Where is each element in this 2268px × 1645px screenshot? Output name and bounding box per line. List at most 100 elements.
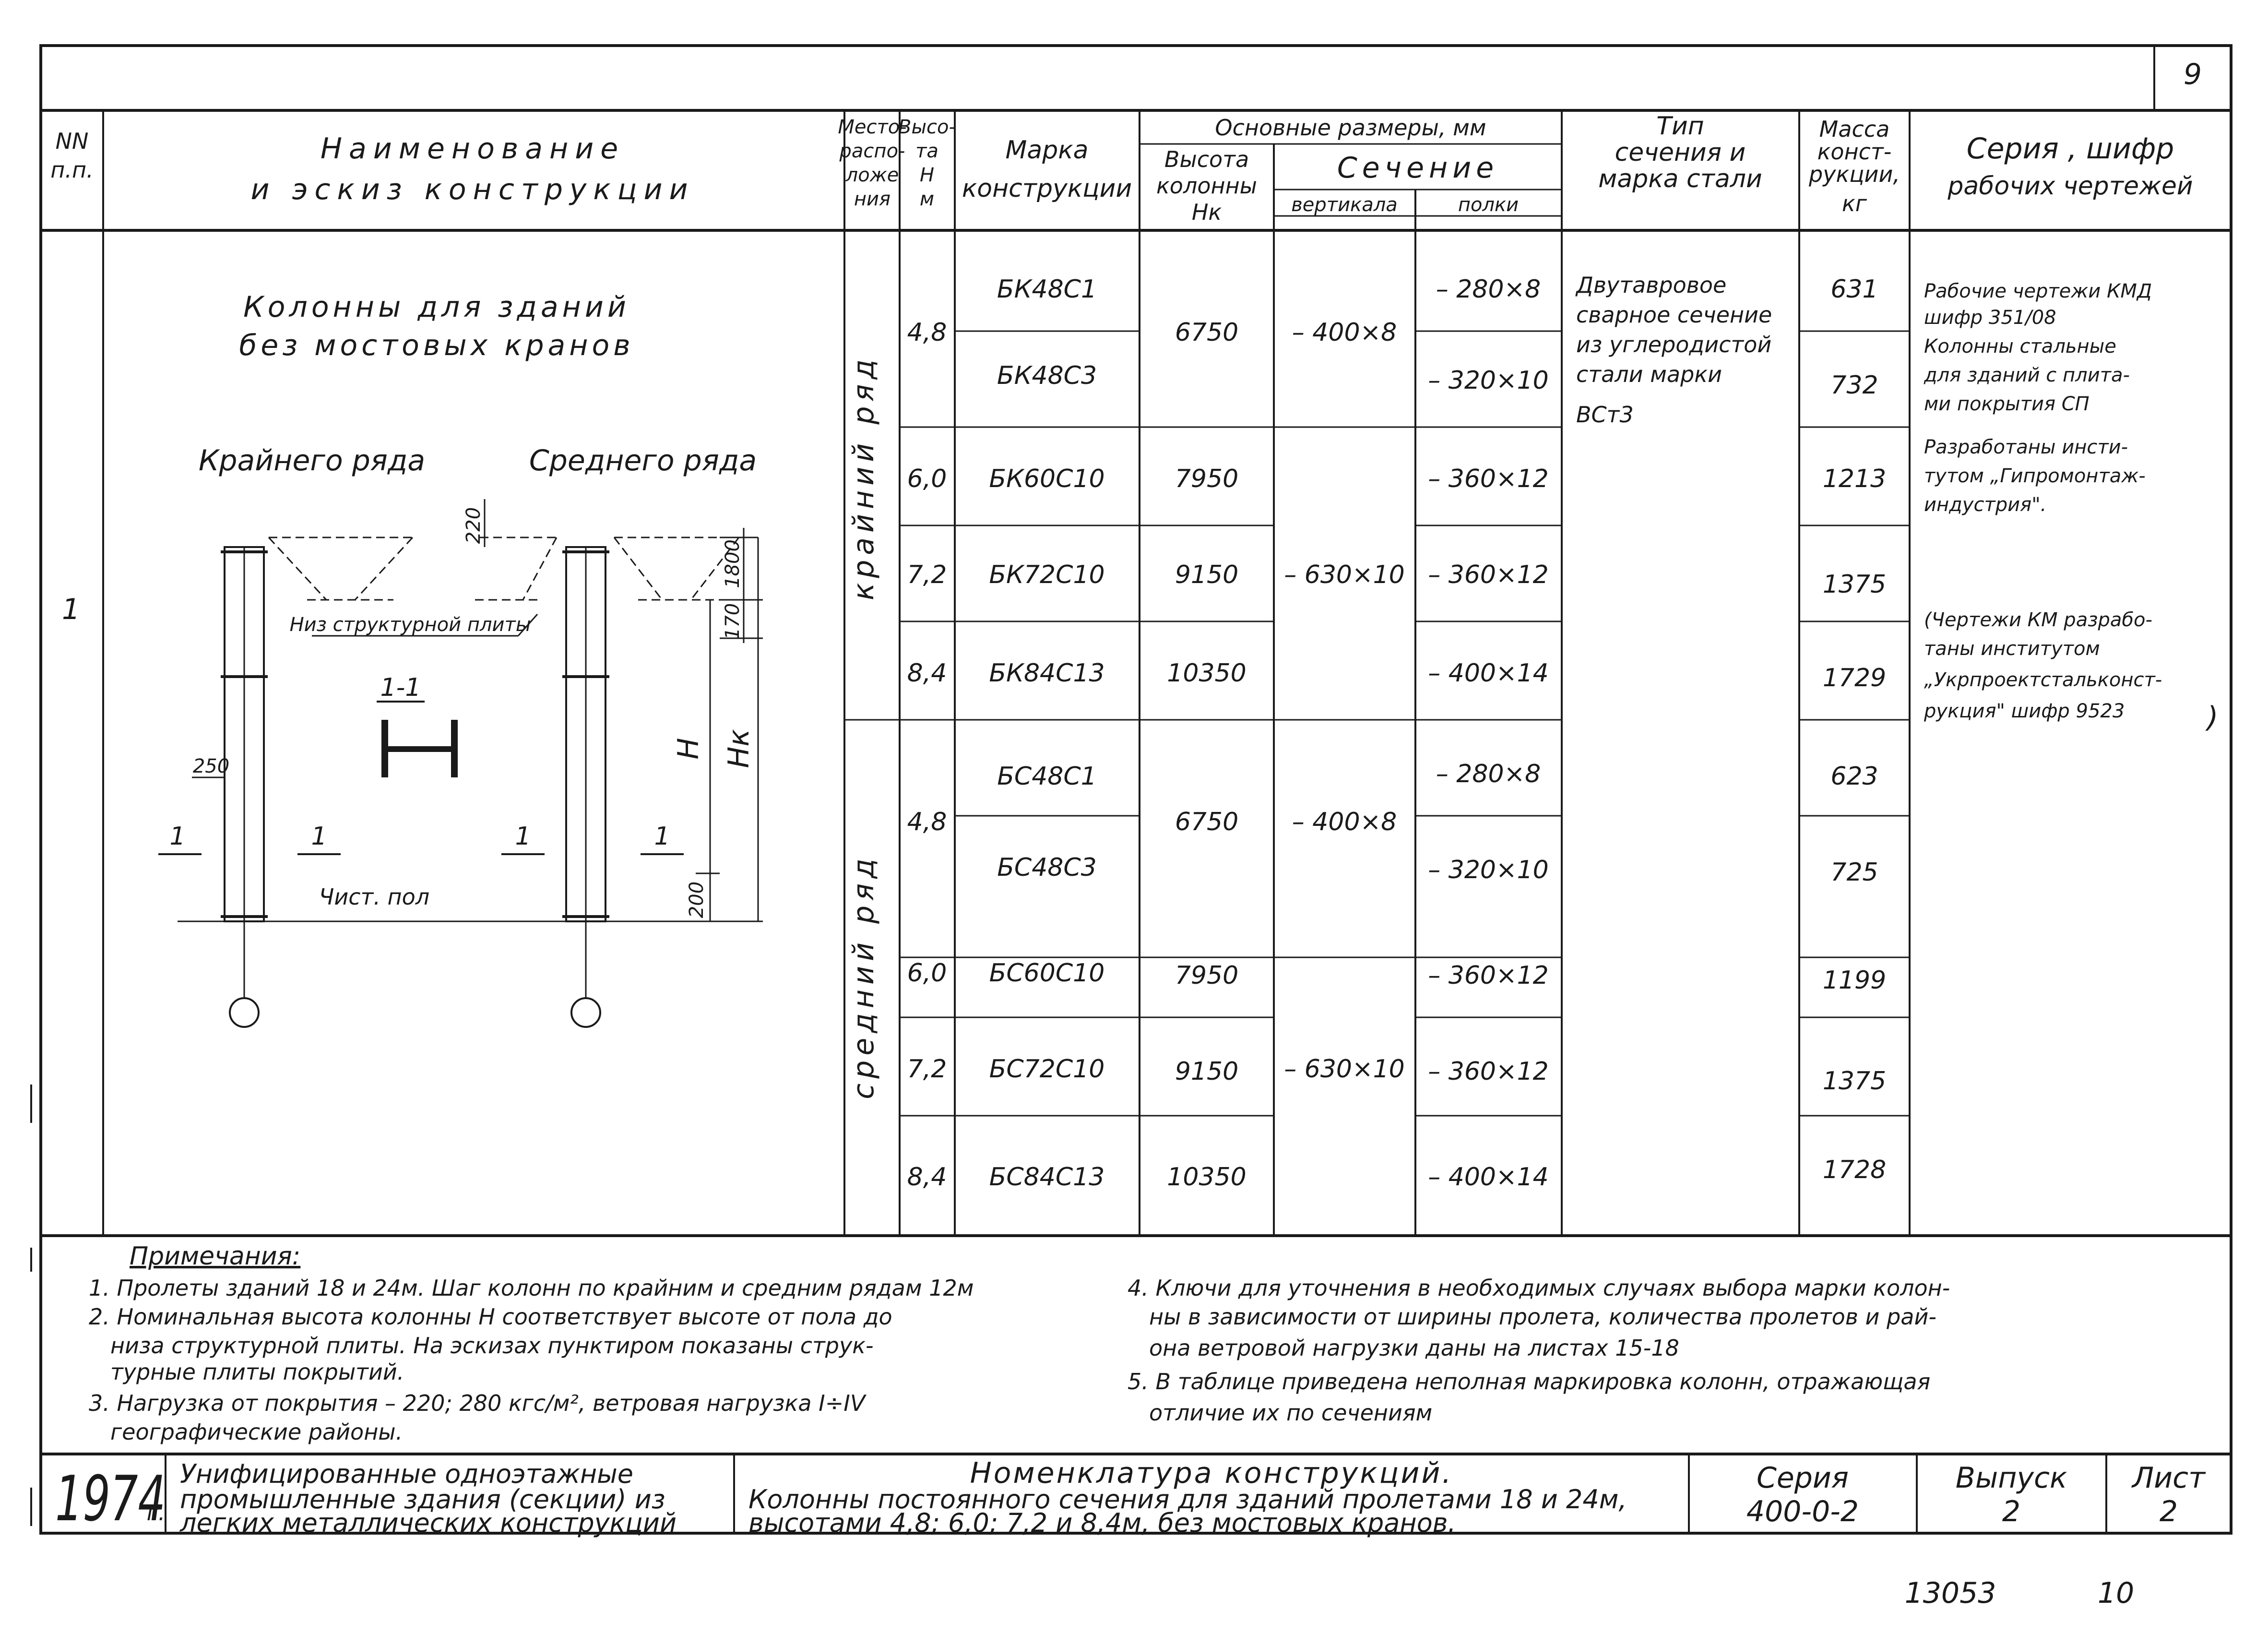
cell-flange: – 360×12 bbox=[1428, 465, 1549, 493]
header-name-1: Наименование bbox=[321, 132, 625, 166]
cell-mass: 1375 bbox=[1823, 1067, 1886, 1096]
header-mass-3: рукции, bbox=[1808, 161, 1900, 187]
note-left-4: турные плиты покрытий. bbox=[110, 1359, 404, 1385]
edge-row-label: Крайнего ряда bbox=[199, 444, 425, 477]
note-left-5: 3. Нагрузка от покрытия – 220; 280 кгс/м… bbox=[89, 1390, 867, 1416]
cell-hk: 6750 bbox=[1175, 808, 1238, 836]
steel-line-3: из углеродистой bbox=[1576, 332, 1771, 358]
cut-1b: 1 bbox=[311, 822, 327, 851]
h-section-icon bbox=[381, 720, 388, 777]
header-name-2: и эскиз конструкции bbox=[251, 173, 695, 206]
edge-column-shape bbox=[221, 546, 268, 1028]
cell-flange: – 400×14 bbox=[1428, 1163, 1549, 1192]
table-row: 4,8 БК48С1 6750 – 400×8 – 280×8 631 bbox=[907, 275, 1878, 347]
note-right-3: она ветровой нагрузки даны на листах 15-… bbox=[1149, 1335, 1679, 1361]
notes: Примечания: 1. Пролеты зданий 18 и 24м. … bbox=[89, 1242, 1950, 1445]
dim-220: 220 bbox=[463, 507, 485, 544]
doc-title: Номенклатура конструкций. bbox=[970, 1456, 1453, 1490]
series-value: 400-0-2 bbox=[1746, 1495, 1859, 1528]
series-line-13: ) bbox=[2205, 701, 2218, 734]
doc-desc-1: Колонны постоянного сечения для зданий п… bbox=[748, 1484, 1627, 1514]
cell-mark: БК60С10 bbox=[989, 465, 1104, 493]
series-line-4: для зданий с плита- bbox=[1924, 364, 2130, 386]
series-line-7: тутом „Гипромонтаж- bbox=[1924, 465, 2146, 487]
cell-flange: – 400×14 bbox=[1428, 659, 1549, 688]
table-row: 6,0 БК60С10 7950 – 360×12 1213 bbox=[907, 465, 1887, 493]
dim-200: 200 bbox=[686, 882, 708, 918]
dashed-slabs bbox=[268, 536, 740, 601]
header-mark-1: Марка bbox=[1005, 136, 1088, 165]
table-body: 4,8 БК48С1 6750 – 400×8 – 280×8 631 БК48… bbox=[907, 275, 1887, 1192]
series-label: Серия bbox=[1757, 1461, 1849, 1495]
cell-height: 6,0 bbox=[907, 465, 947, 493]
header-section: Сечение bbox=[1337, 151, 1498, 185]
year: 1974 bbox=[55, 1462, 166, 1535]
row-number: 1 bbox=[62, 593, 80, 626]
table-row: 7,2 БС72С10 9150 – 630×10 – 360×12 1375 bbox=[907, 1055, 1887, 1096]
header-nn-1: NN bbox=[56, 128, 89, 154]
cell-mass: 1728 bbox=[1823, 1156, 1886, 1184]
header-placement-3: ложе bbox=[845, 164, 899, 186]
cell-mark: БК84С13 bbox=[989, 659, 1104, 688]
steel-line-2: сварное сечение bbox=[1576, 302, 1772, 328]
header-height-2: та bbox=[915, 140, 938, 162]
series-line-10: таны институтом bbox=[1924, 638, 2100, 660]
cell-flange: – 360×12 bbox=[1428, 1057, 1549, 1086]
cell-hk: 7950 bbox=[1175, 465, 1238, 493]
section-marks: 1 1 1 1 1-1 bbox=[158, 673, 684, 855]
steel-line-1: Двутавровое bbox=[1575, 272, 1726, 298]
header-height-3: Н bbox=[920, 164, 934, 186]
table-frame bbox=[39, 44, 2232, 1535]
cell-hk: 10350 bbox=[1167, 1163, 1246, 1192]
table-row: 8,4 БС84С13 10350 – 400×14 1728 bbox=[907, 1156, 1887, 1192]
notes-title: Примечания: bbox=[130, 1242, 300, 1271]
header-height-1: Высо- bbox=[898, 116, 956, 138]
sheet-number: 9 bbox=[2184, 58, 2202, 91]
header-placement-4: ния bbox=[854, 188, 891, 210]
header-placement-1: Место- bbox=[838, 116, 906, 138]
note-left-6: географические районы. bbox=[110, 1419, 403, 1445]
header-section-type-2: сечения и bbox=[1615, 138, 1746, 167]
dim-Hk: Нк bbox=[722, 729, 756, 768]
group-edge-row: крайний ряд bbox=[847, 355, 880, 600]
series-line-2: шифр 351/08 bbox=[1924, 307, 2056, 329]
cell-flange: – 280×8 bbox=[1436, 760, 1541, 788]
cell-mark: БК48С1 bbox=[997, 275, 1097, 304]
header-section-type-1: Тип bbox=[1656, 112, 1704, 141]
cell-mark: БС72С10 bbox=[989, 1055, 1105, 1084]
series-line-6: Разработаны инсти- bbox=[1924, 436, 2128, 458]
table-header: NN п.п. Наименование и эскиз конструкции… bbox=[50, 112, 2193, 225]
cell-web: – 400×8 bbox=[1292, 318, 1397, 347]
cell-mass: 1199 bbox=[1823, 966, 1886, 995]
project-1: Унифицированные одноэтажные bbox=[180, 1459, 633, 1489]
sheet-value: 2 bbox=[2160, 1495, 2178, 1528]
cell-mass: 1213 bbox=[1823, 465, 1886, 493]
table-row: БК48С3 – 320×10 732 bbox=[997, 361, 1878, 400]
cell-mark: БС60С10 bbox=[989, 959, 1105, 988]
table-row: 8,4 БК84С13 10350 – 400×14 1729 bbox=[907, 659, 1887, 692]
cell-height: 7,2 bbox=[907, 1055, 947, 1084]
cell-hk: 10350 bbox=[1167, 659, 1246, 688]
cut-1d: 1 bbox=[654, 822, 670, 851]
dim-170: 170 bbox=[722, 603, 744, 640]
header-mass-4: кг bbox=[1842, 191, 1867, 216]
cell-mark: БС48С3 bbox=[997, 853, 1097, 882]
floor-label: Чист. пол bbox=[319, 884, 429, 910]
cell-mark: БС48С1 bbox=[997, 762, 1097, 791]
cut-1c: 1 bbox=[515, 822, 531, 851]
cell-web: – 630×10 bbox=[1284, 1055, 1405, 1084]
middle-row-label: Среднего ряда bbox=[529, 444, 757, 477]
cell-height: 8,4 bbox=[907, 659, 947, 688]
sketch-title-1: Колонны для зданий bbox=[243, 290, 630, 324]
header-height-4: м bbox=[920, 188, 934, 210]
issue-value: 2 bbox=[2002, 1495, 2020, 1528]
header-section-type-3: марка стали bbox=[1598, 165, 1762, 193]
note-right-4: 5. В таблице приведена неполная маркиров… bbox=[1128, 1369, 1930, 1395]
cell-mass: 631 bbox=[1830, 275, 1878, 304]
header-col-height-1: Высота bbox=[1164, 146, 1249, 172]
cell-flange: – 360×12 bbox=[1428, 961, 1549, 990]
header-main-dims: Основные размеры, мм bbox=[1215, 115, 1486, 141]
header-mass-1: Масса bbox=[1819, 116, 1890, 142]
cell-height: 8,4 bbox=[907, 1163, 947, 1192]
page-number: 10 bbox=[2098, 1576, 2134, 1610]
